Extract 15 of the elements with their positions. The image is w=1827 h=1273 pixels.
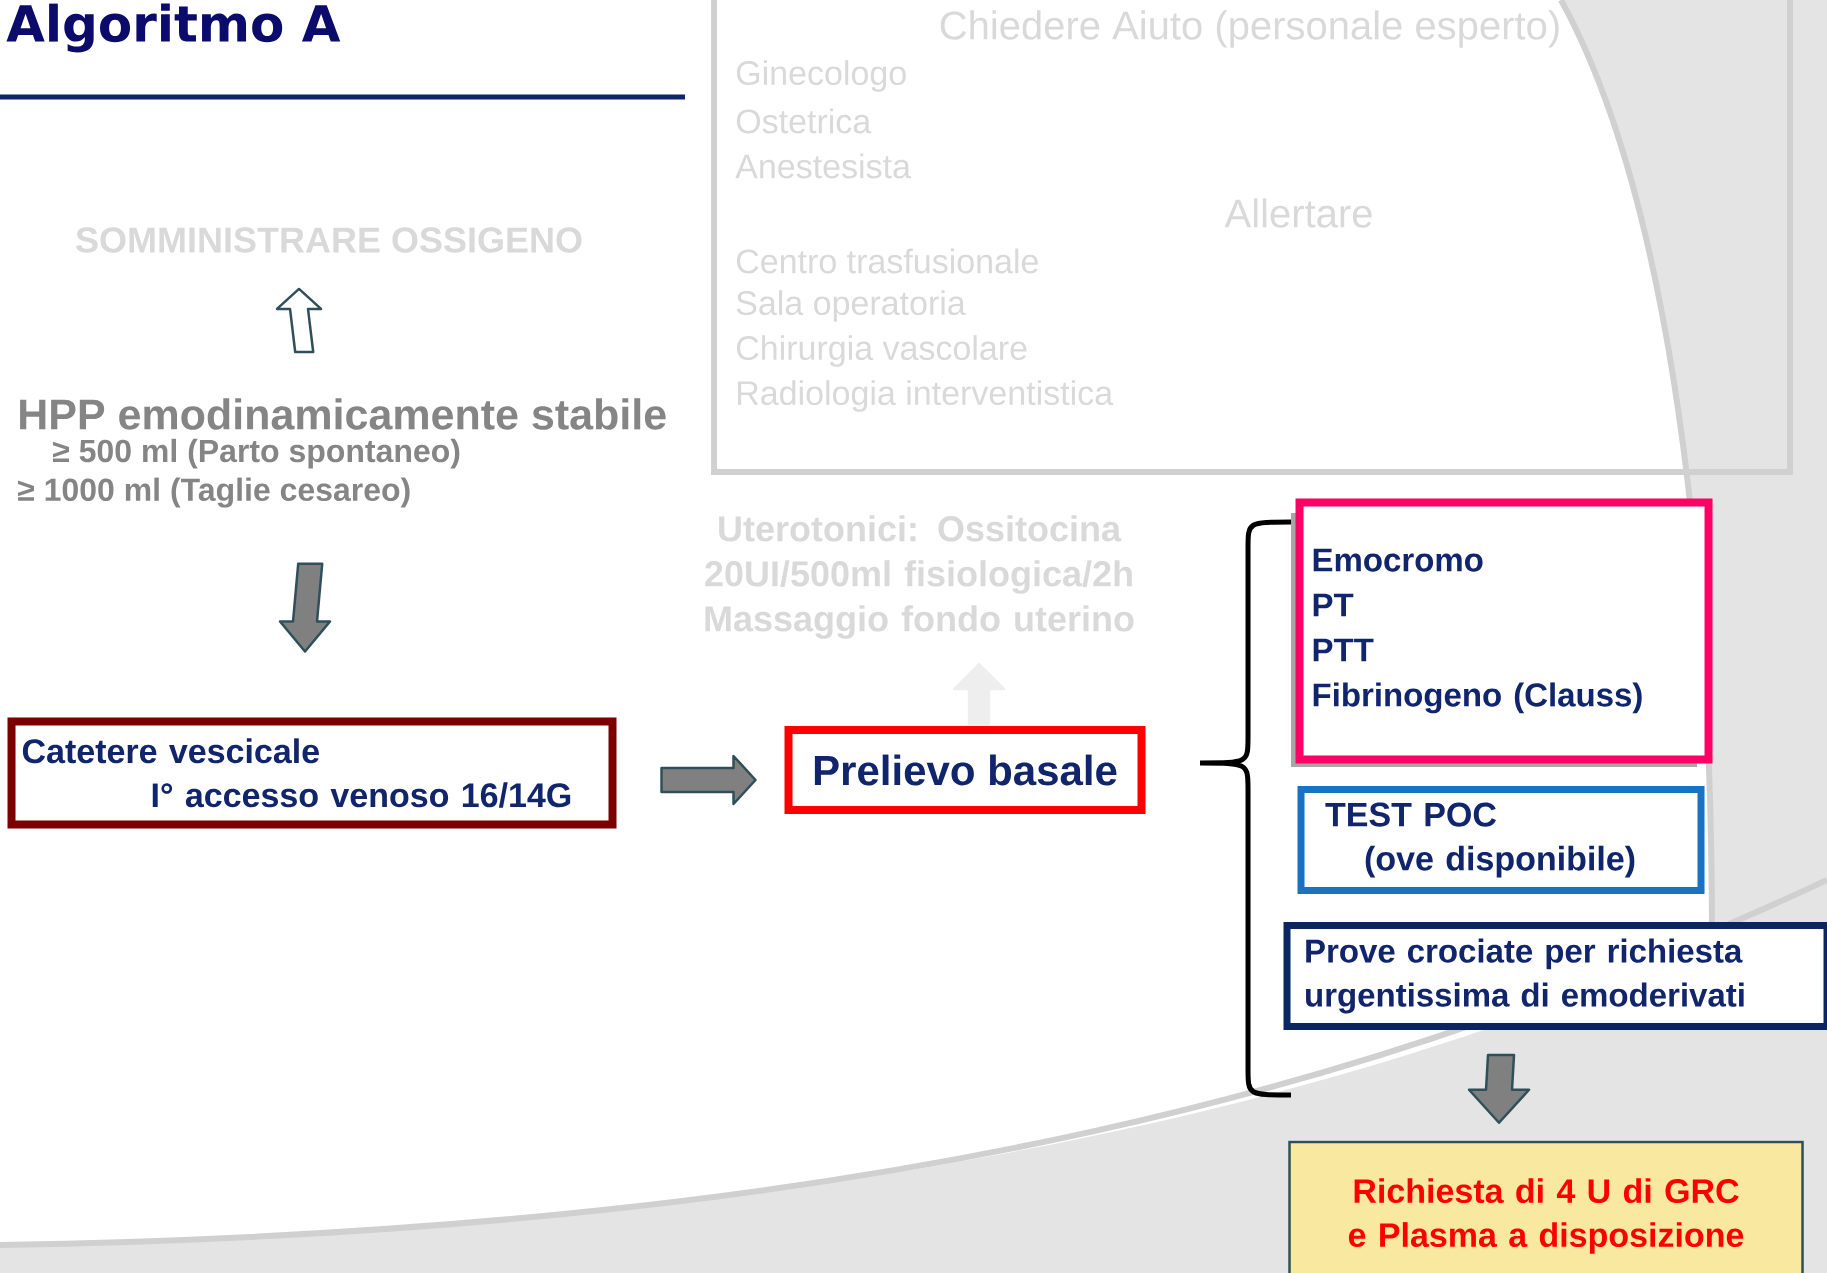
test-box: TEST POC (ove disponibile) <box>1297 786 1705 894</box>
result-box: Richiesta di 4 U di GRC e Plasma a disposizione <box>1288 1140 1804 1273</box>
heading-text: HPP emodinamicamente stabile <box>20 398 666 430</box>
block-arrow <box>952 662 1006 726</box>
block-arrow <box>660 754 757 806</box>
block-arrow <box>275 287 323 354</box>
process-box: Prelievo basale <box>784 726 1146 814</box>
block-arrow <box>1467 1053 1531 1124</box>
process-box: Catetere vescicale I° accesso venoso 16/14G <box>7 717 617 829</box>
note-text: ≥ 1000 ml (Taglie cesareo) <box>18 477 410 508</box>
title-text: Algoritmo A <box>6 3 341 53</box>
test-list-box: Emocromo PT PTT Fibrinogeno (Clauss) <box>1291 498 1713 767</box>
block-arrow <box>278 562 332 653</box>
note-text: ≥ 500 ml (Parto spontaneo) <box>53 438 460 469</box>
process-box: Prove crociate per richiesta urgentissima di emoderivati <box>1283 922 1827 1030</box>
